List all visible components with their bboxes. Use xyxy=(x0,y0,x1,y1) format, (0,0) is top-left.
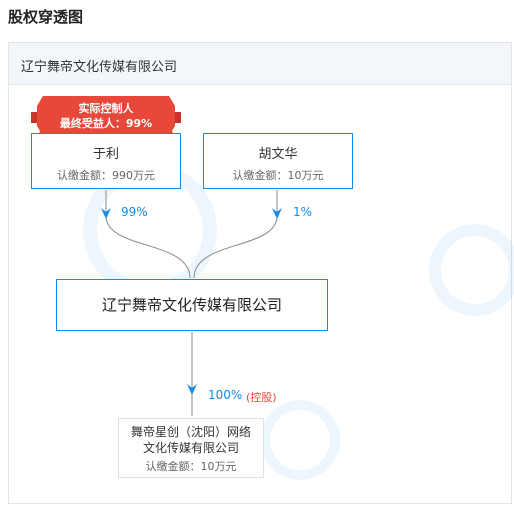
arrow-down-icon xyxy=(187,384,197,395)
shareholder-name[interactable]: 胡文华 xyxy=(258,147,298,162)
badge-line2: 最终受益人：99% xyxy=(59,117,153,130)
investment-company-node[interactable]: 舞帝星创（沈阳）网络 文化传媒有限公司 认缴金额：10万元 xyxy=(118,418,264,478)
shareholder-amount: 认缴金额：10万元 xyxy=(232,169,324,182)
panel-header: 辽宁舞帝文化传媒有限公司 xyxy=(9,43,511,85)
shareholder-name[interactable]: 于利 xyxy=(92,147,119,162)
main-company-name[interactable]: 辽宁舞帝文化传媒有限公司 xyxy=(101,296,282,314)
arrow-down-icon xyxy=(101,208,111,219)
badge-line1: 实际控制人 xyxy=(78,102,134,115)
investment-amount: 认缴金额：10万元 xyxy=(145,460,237,473)
controller-badge: 实际控制人 最终受益人：99% xyxy=(31,96,181,142)
shareholder-card-2[interactable]: 胡文华 认缴金额：10万元 xyxy=(203,133,353,189)
shareholder-amount: 认缴金额：990万元 xyxy=(57,169,155,182)
investment-name-line1[interactable]: 舞帝星创（沈阳）网络 xyxy=(130,425,251,439)
shareholder-percent-1: 99% xyxy=(121,205,148,219)
section-title: 股权穿透图 xyxy=(8,8,84,26)
investment-name-line2[interactable]: 文化传媒有限公司 xyxy=(142,441,239,455)
investment-percent: 100% xyxy=(208,388,243,402)
shareholder-percent-2: 1% xyxy=(293,205,313,219)
holding-tag: (控股) xyxy=(246,391,277,404)
main-company-node[interactable]: 辽宁舞帝文化传媒有限公司 xyxy=(56,279,328,331)
root-company-name[interactable]: 辽宁舞帝文化传媒有限公司 xyxy=(21,60,178,75)
arrow-down-icon xyxy=(272,208,282,219)
shareholder-card-1[interactable]: 于利 认缴金额：990万元 xyxy=(31,133,181,189)
link-shareholder-1 xyxy=(105,190,191,279)
link-shareholder-2 xyxy=(193,190,278,279)
